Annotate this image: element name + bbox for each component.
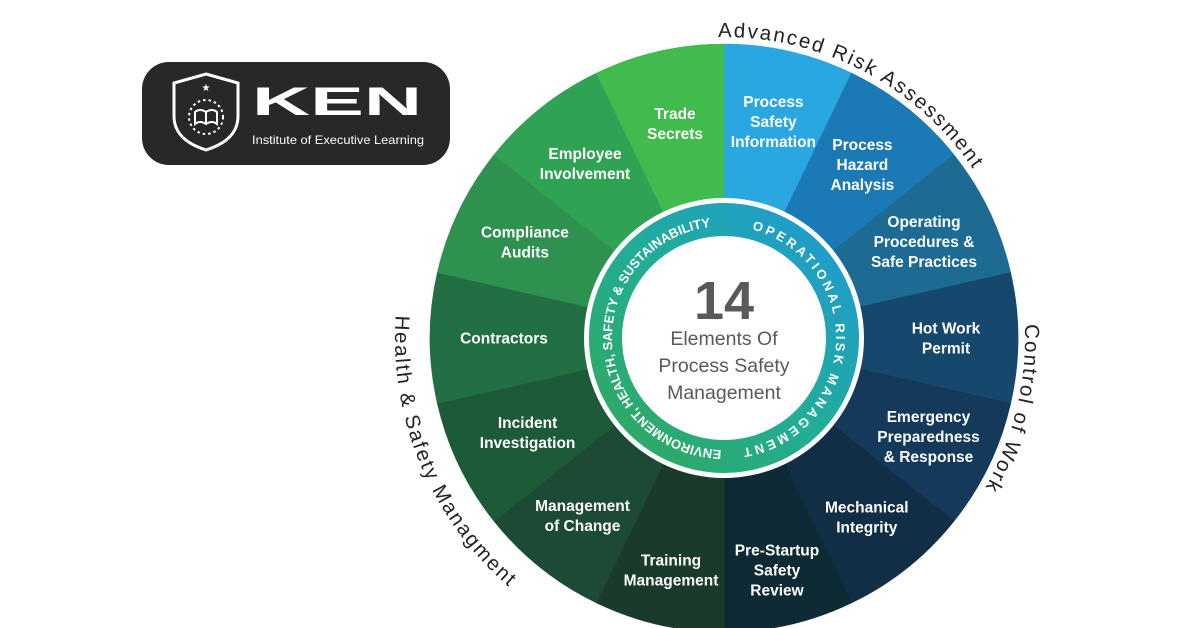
center-number: 14	[694, 271, 754, 331]
center-circle	[622, 236, 826, 440]
logo-card	[142, 62, 450, 165]
shield-outline	[172, 72, 240, 152]
segment-label-contractors: Contractors	[460, 331, 548, 348]
inner-ring	[589, 203, 859, 473]
laurel-wreath-icon	[188, 99, 224, 135]
logo-brand-text: KEN	[252, 80, 422, 124]
logo-tagline: Institute of Executive Learning	[252, 133, 424, 147]
open-book-icon	[194, 109, 218, 127]
segment-hot-work-permit	[723, 272, 1019, 404]
ken-logo: ★ KEN Institute of Executive Learning	[142, 62, 450, 165]
star-icon: ★	[202, 83, 211, 94]
shield-emblem-icon: ★	[172, 72, 240, 152]
segment-contractors	[429, 272, 725, 404]
